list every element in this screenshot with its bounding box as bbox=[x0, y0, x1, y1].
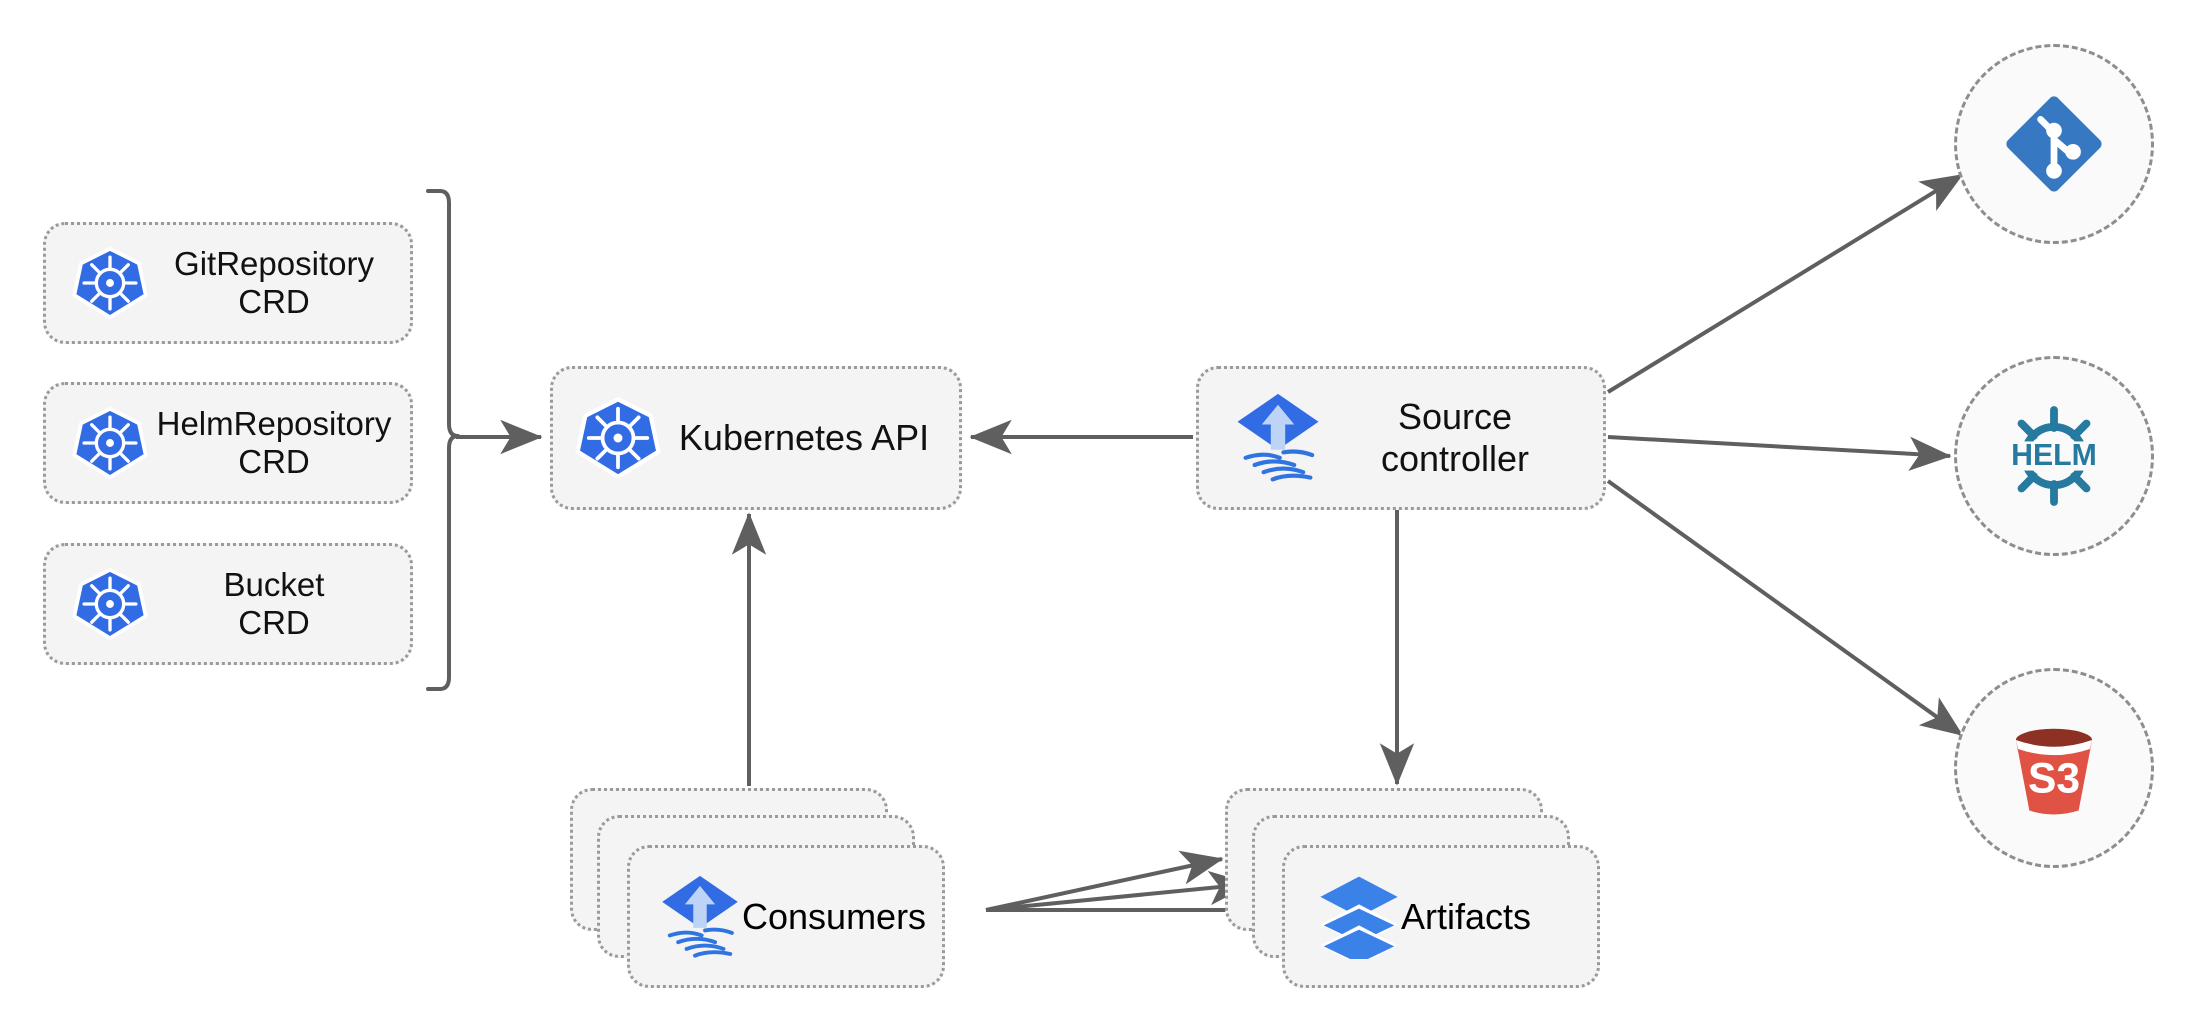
layers-icon bbox=[1317, 875, 1401, 959]
s3-label: S3 bbox=[2028, 755, 2080, 803]
node-label: Consumers bbox=[742, 895, 927, 937]
crd-card-label: GitRepository CRD bbox=[174, 244, 374, 320]
kubernetes-icon bbox=[72, 405, 148, 481]
flux-icon bbox=[1233, 392, 1323, 484]
crd-card-gitrepository[interactable]: GitRepository CRD bbox=[43, 222, 413, 344]
external-source-git[interactable] bbox=[1954, 44, 2154, 244]
external-source-helm[interactable]: HELM bbox=[1954, 356, 2154, 556]
git-icon bbox=[1998, 88, 2110, 200]
crd-card-label: HelmRepository CRD bbox=[156, 404, 392, 480]
node-artifacts[interactable]: Artifacts bbox=[1225, 788, 1600, 988]
node-kubernetes-api[interactable]: Kubernetes API bbox=[550, 366, 962, 510]
kubernetes-icon bbox=[575, 395, 661, 481]
external-source-s3[interactable]: S3 bbox=[1954, 668, 2154, 868]
crd-group-bracket bbox=[426, 189, 543, 691]
node-label: Source controller bbox=[1380, 396, 1530, 479]
node-label: Artifacts bbox=[1401, 895, 1532, 937]
crd-card-bucket[interactable]: Bucket CRD bbox=[43, 543, 413, 665]
node-label: Kubernetes API bbox=[678, 417, 930, 459]
flux-icon bbox=[658, 873, 742, 961]
node-source-controller[interactable]: Source controller bbox=[1196, 366, 1606, 510]
helm-label: HELM bbox=[2011, 439, 2097, 472]
kubernetes-icon bbox=[72, 566, 148, 642]
arrow-consumers-to-artifacts-1 bbox=[985, 850, 1224, 912]
consumers-stack-sheet-front[interactable]: Consumers bbox=[627, 845, 945, 988]
arrow-source-controller-to-helm bbox=[1607, 435, 1952, 471]
helm-icon: HELM bbox=[1998, 400, 2110, 512]
artifacts-stack-sheet-front[interactable]: Artifacts bbox=[1282, 845, 1600, 988]
arrow-source-controller-to-git bbox=[1606, 173, 1964, 394]
s3-icon: S3 bbox=[1998, 712, 2110, 824]
node-consumers[interactable]: Consumers bbox=[570, 788, 945, 988]
arrow-consumers-to-artifacts-2 bbox=[985, 870, 1252, 912]
arrow-source-controller-to-s3 bbox=[1606, 479, 1964, 737]
kubernetes-icon bbox=[72, 245, 148, 321]
crd-card-label: Bucket CRD bbox=[223, 565, 325, 641]
crd-card-helmrepository[interactable]: HelmRepository CRD bbox=[43, 382, 413, 504]
